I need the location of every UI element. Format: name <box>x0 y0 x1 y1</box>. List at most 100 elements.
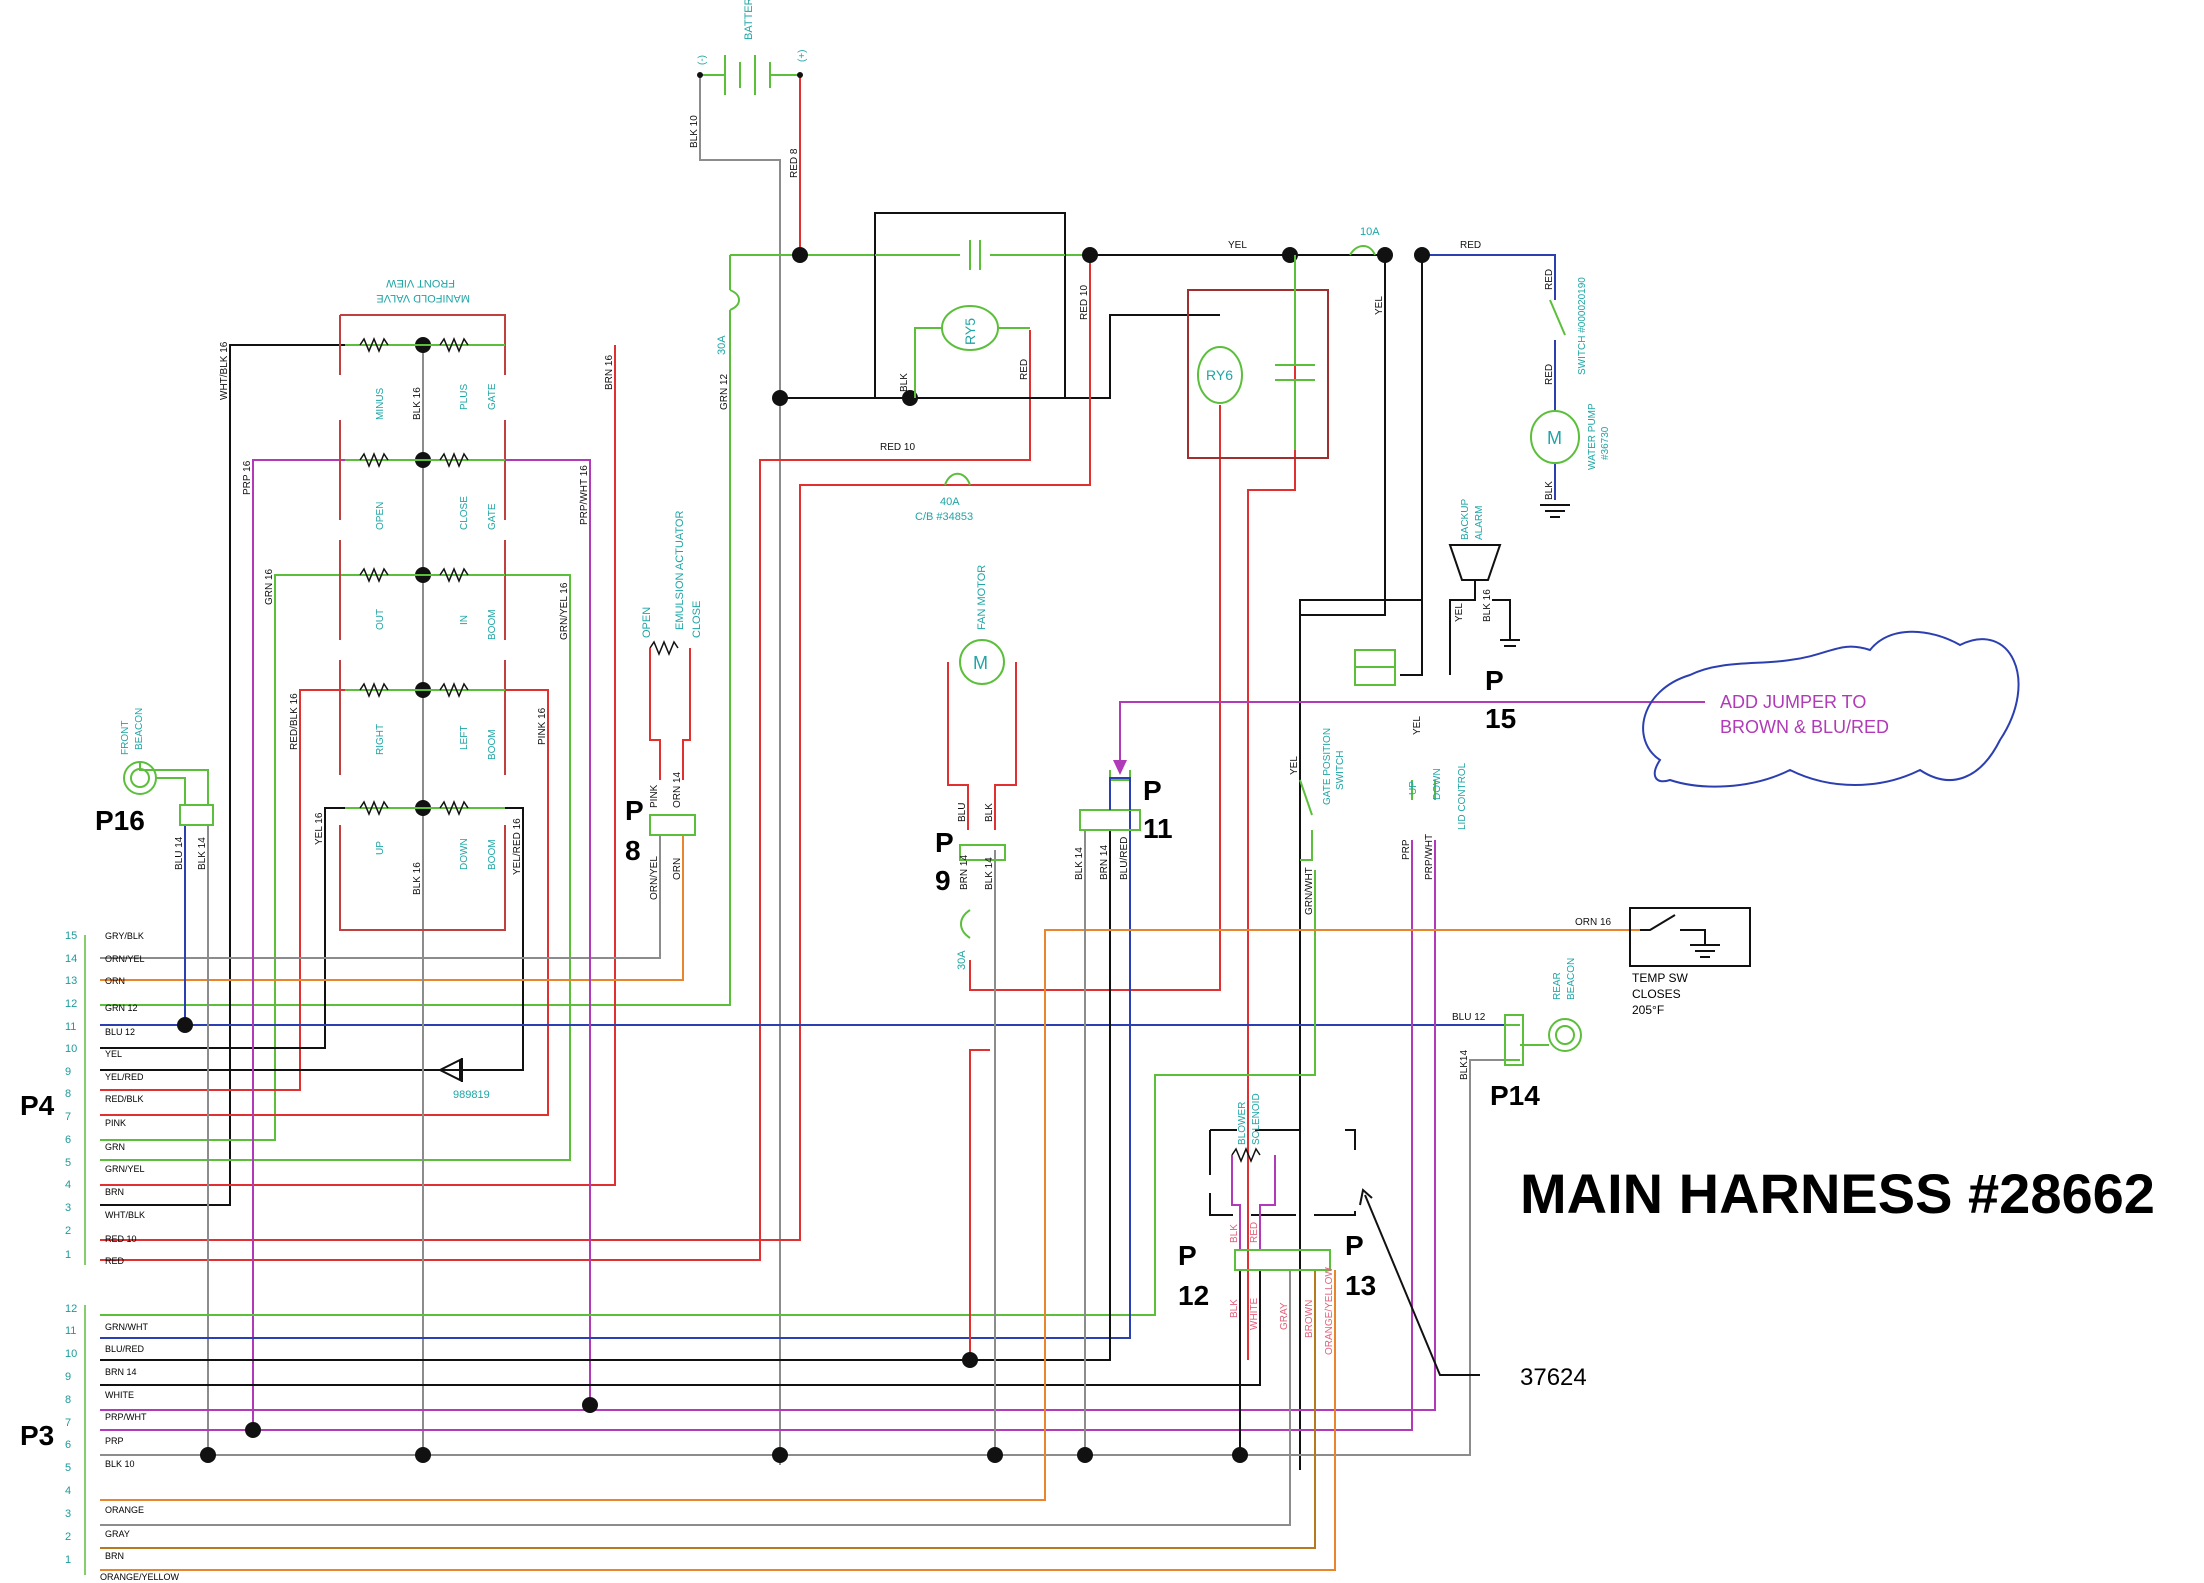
wire-label: GRN 12 <box>719 373 730 410</box>
wire-label: WHT/BLK 16 <box>219 341 230 400</box>
wire-label: ORANGE/YELLOW <box>1324 1267 1335 1355</box>
p4-pin-number: 2 <box>65 1225 71 1237</box>
gate-position-label-1: GATE POSITION <box>1322 728 1333 805</box>
wire-label: PRP 16 <box>242 460 253 495</box>
p4-pin-number: 1 <box>65 1249 71 1261</box>
p4-pin-label: BLU 12 <box>105 1027 135 1037</box>
wire-label: PINK 16 <box>537 707 548 745</box>
lid-control-label: LID CONTROL <box>1457 762 1468 830</box>
emulsion-label: EMULSION ACTUATOR <box>674 511 686 630</box>
p4-pin-number: 10 <box>65 1043 77 1055</box>
wire-label: BLK 14 <box>197 837 208 870</box>
p4-pin-label: GRN 12 <box>105 1003 138 1013</box>
valve-boom1-label: BOOM <box>487 609 498 640</box>
water-pump-label-2: #36730 <box>1600 426 1611 460</box>
wire-label: RED 8 <box>789 148 800 178</box>
connector-p15-number: 15 <box>1485 703 1516 734</box>
p4-pin-label: WHT/BLK <box>105 1210 145 1220</box>
lid-down-label: DOWN <box>1432 768 1443 800</box>
valve-down-label: DOWN <box>459 838 470 870</box>
wire-label: BLK <box>1544 481 1555 500</box>
wire-label: BLK 10 <box>689 115 700 148</box>
switch-label: SWITCH #000020190 <box>1577 277 1588 375</box>
wire-label: YEL 16 <box>314 812 325 845</box>
connector-p4: P4 <box>20 1090 55 1121</box>
wire-label: RED <box>1544 269 1555 290</box>
p3-pin-number: 6 <box>65 1439 71 1451</box>
p3-pin-label: GRAY <box>105 1529 130 1539</box>
p3-pin-label: BLU/RED <box>105 1344 145 1354</box>
p4-pin-number: 11 <box>65 1021 76 1033</box>
battery <box>697 55 803 95</box>
fan-motor <box>947 639 1017 830</box>
junction-dot <box>1414 247 1430 263</box>
wire-label: BLK 16 <box>1482 589 1493 622</box>
p4-pin-number: 3 <box>65 1202 71 1214</box>
backup-alarm-label-2: ALARM <box>1474 506 1485 540</box>
junction-dot <box>415 1447 431 1463</box>
p4-pin-number: 7 <box>65 1111 71 1123</box>
p3-pin-label: WHITE <box>105 1390 134 1400</box>
fuse-10a <box>1349 245 1376 256</box>
wire-label: YEL <box>1374 296 1385 315</box>
wire-grn-yel <box>100 574 571 1161</box>
wire-prp <box>100 840 1413 1431</box>
wire-label: RED 10 <box>1079 285 1090 320</box>
valve-right-label: RIGHT <box>375 724 386 755</box>
wire-label: RED 10 <box>880 442 915 453</box>
front-beacon <box>123 761 214 826</box>
manifold-valve-labels: MINUS PLUS GATE OPEN CLOSE GATE OUT IN B… <box>375 383 498 870</box>
ry5-label: RY5 <box>962 318 978 345</box>
manifold-label-1: MANIFOLD VALVE <box>376 292 470 304</box>
water-pump-label-1: WATER PUMP <box>1587 403 1598 470</box>
water-pump-m: M <box>1547 428 1562 448</box>
circuit-breaker-40a <box>944 472 971 486</box>
emulsion-close-label: CLOSE <box>691 601 703 638</box>
p3-pin-number: 1 <box>65 1554 71 1566</box>
p4-pin-number: 15 <box>65 930 77 942</box>
p4-pin-label: RED 10 <box>105 1234 137 1244</box>
wire-orange <box>100 929 1640 1501</box>
wire-label: BRN 14 <box>959 855 970 890</box>
diode-part-label: 989819 <box>453 1089 490 1101</box>
wire-brown <box>100 1270 1316 1549</box>
p4-pin-number: 6 <box>65 1134 71 1146</box>
backup-alarm <box>1448 544 1520 675</box>
junction-dots <box>177 247 1430 1463</box>
wire-blk10-p3 <box>100 1059 1505 1456</box>
relay-ry5 <box>874 212 1066 399</box>
p3-pin-number: 2 <box>65 1531 71 1543</box>
wire-label: BLK <box>1229 1224 1240 1243</box>
valve-gate1-label: GATE <box>487 383 498 410</box>
wire-prp16 <box>252 459 591 1430</box>
wire-red10-ry5 <box>100 255 1091 1241</box>
p15-connector <box>1354 649 1396 686</box>
p4-pin-list: 15 GRY/BLK 14 ORN/YEL 13 ORN 12 GRN 12 1… <box>65 930 145 1266</box>
temp-switch <box>1629 907 1751 967</box>
backup-alarm-label-1: BACKUP <box>1460 499 1471 540</box>
fuse-10a-label: 10A <box>1360 226 1380 238</box>
p4-pin-number: 4 <box>65 1179 71 1191</box>
wire-label: ORN 14 <box>672 771 683 808</box>
wire-white <box>100 1270 1261 1386</box>
diagram-title: MAIN HARNESS #28662 <box>1520 1162 2155 1225</box>
blower-label-1: BLOWER <box>1237 1102 1248 1145</box>
wire-red-ry6 <box>969 405 1221 991</box>
wire-grn-wht <box>100 870 1316 1316</box>
wire-label: RED <box>1544 364 1555 385</box>
p4-pin-number: 8 <box>65 1088 71 1100</box>
junction-dot <box>772 390 788 406</box>
junction-dot <box>177 1017 193 1033</box>
p3-pin-number: 5 <box>65 1462 71 1474</box>
battery-positive-label: (+) <box>797 50 808 63</box>
rear-beacon <box>1504 1014 1582 1066</box>
blower-solenoid <box>1209 1129 1356 1250</box>
wire-label: PRP/WHT 16 <box>579 465 590 525</box>
wire-label: ORN <box>672 858 683 880</box>
wire-label: YEL/RED 16 <box>512 818 523 875</box>
valve-gate2-label: GATE <box>487 503 498 530</box>
blower-label-2: SOLENOID <box>1251 1093 1262 1145</box>
wire-label: BLK 16 <box>412 387 423 420</box>
p3-pin-label: BRN 14 <box>105 1367 137 1377</box>
temp-switch-label-2: CLOSES <box>1632 987 1681 1001</box>
